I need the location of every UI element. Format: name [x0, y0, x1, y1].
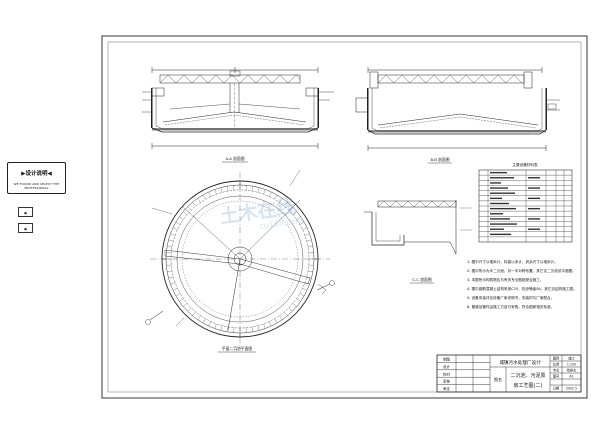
table-cell-mark — [490, 218, 510, 220]
note-line: 1. 图中尺寸以毫米计，标高以米计，其余尺寸以毫米计。 — [467, 259, 558, 264]
table-cell-mark — [490, 207, 516, 210]
role-label: 设计 — [443, 364, 450, 369]
notes-block: 1. 图中尺寸以毫米计，标高以米计，其余尺寸以毫米计。 2. 图中所示为半二沉池… — [467, 259, 577, 309]
inner-frame — [107, 41, 582, 393]
table-cell-mark — [528, 187, 540, 189]
label-plan: 平面二沉池平面图 — [222, 346, 253, 351]
section-cc-view — [364, 200, 472, 255]
outer-frame — [101, 35, 588, 399]
role-label: 审定 — [443, 386, 450, 391]
table-cell-mark — [490, 233, 511, 236]
table-cell-mark — [490, 187, 508, 189]
date-value: 2002.5 — [566, 387, 577, 391]
note-line: 4. 图中钢筋混凝土结构采用C25，抗渗等级S6，其它见结构施工图。 — [467, 286, 577, 291]
table-cell-mark — [528, 177, 540, 179]
role-label: 制图 — [443, 357, 450, 362]
table-cell-mark — [490, 223, 517, 225]
role-label: 审核 — [443, 379, 450, 384]
design-notes-card[interactable]: ▶设计说明◀ WE FOUND AND SELECT THE PROFESSIO… — [7, 162, 66, 194]
section-bb-hatch — [367, 88, 547, 133]
right-value: 施工 — [568, 356, 575, 361]
sheet-size: A1 — [569, 375, 573, 379]
label-section-aa: A-A 剖面图 — [226, 156, 245, 161]
scale-value: 1:100 — [567, 363, 576, 367]
design-notes-title: ▶设计说明◀ — [21, 171, 52, 177]
section-label: 图名 — [494, 376, 502, 382]
note-line: 3. 本图所示构筑物应与有关专业图纸配合施工。 — [467, 277, 543, 282]
plan-teeth — [166, 185, 314, 333]
right-label: 日期 — [553, 386, 559, 391]
table-cell-mark — [490, 182, 501, 184]
label-section-cc: C-C 剖面图 — [412, 277, 431, 282]
title-block — [436, 354, 582, 393]
equipment-table — [478, 169, 573, 243]
title-block-text: 制图 设计 校对 审核 审定 城镇污水处理厂设计 图名 二沉池、污泥泵 房工艺图… — [443, 356, 577, 392]
table-cell-mark — [490, 197, 502, 200]
table-cell-mark — [528, 207, 540, 210]
note-line: 2. 图中所示为半二沉池，另一半对称布置，其它见二沉池总平面图。 — [467, 268, 576, 273]
right-label: 专业 — [553, 368, 559, 373]
table-title: 主要设备材料表 — [512, 162, 538, 167]
table-cell-mark — [528, 197, 540, 200]
side-button-b-icon: ▣ — [23, 227, 27, 231]
right-label: 图号 — [553, 374, 559, 379]
table-cell-mark — [490, 228, 504, 230]
side-button-a-icon: ▣ — [23, 211, 27, 215]
table-cell-mark — [490, 192, 515, 194]
project-name: 城镇污水处理厂设计 — [499, 359, 541, 366]
table-cell-mark — [490, 202, 509, 205]
table-cell-mark — [490, 177, 514, 179]
watermark: 土木在线 co188.com — [218, 195, 304, 231]
note-line: 5. 设备安装详见设备厂家说明书，安装时与厂家配合。 — [467, 295, 554, 300]
note-line: 6. 管道及管件由施工方自行采购，符合国家相关标准。 — [467, 304, 554, 309]
design-notes-subtitle: WE FOUND AND SELECT THE PROFESSIONAL — [13, 182, 60, 190]
right-label: 图别 — [553, 356, 559, 361]
drawing-title-1: 二沉池、污泥泵 — [510, 372, 545, 379]
table-cell-mark — [490, 213, 503, 215]
label-section-bb: B-B 剖面图 — [430, 157, 449, 162]
drawing-title-2: 房工艺图(二) — [514, 382, 543, 389]
side-button-b[interactable]: ▣ — [18, 223, 33, 233]
section-aa-hatch — [151, 88, 319, 131]
right-value: 给排水 — [567, 368, 577, 373]
scale-label: 比例 — [553, 362, 559, 367]
table-text-marks — [490, 171, 540, 236]
side-button-a[interactable]: ▣ — [18, 207, 33, 217]
table-cell-mark — [528, 218, 540, 220]
table-cell-mark — [490, 171, 507, 174]
role-label: 校对 — [443, 371, 450, 376]
table-cell-mark — [528, 228, 540, 230]
